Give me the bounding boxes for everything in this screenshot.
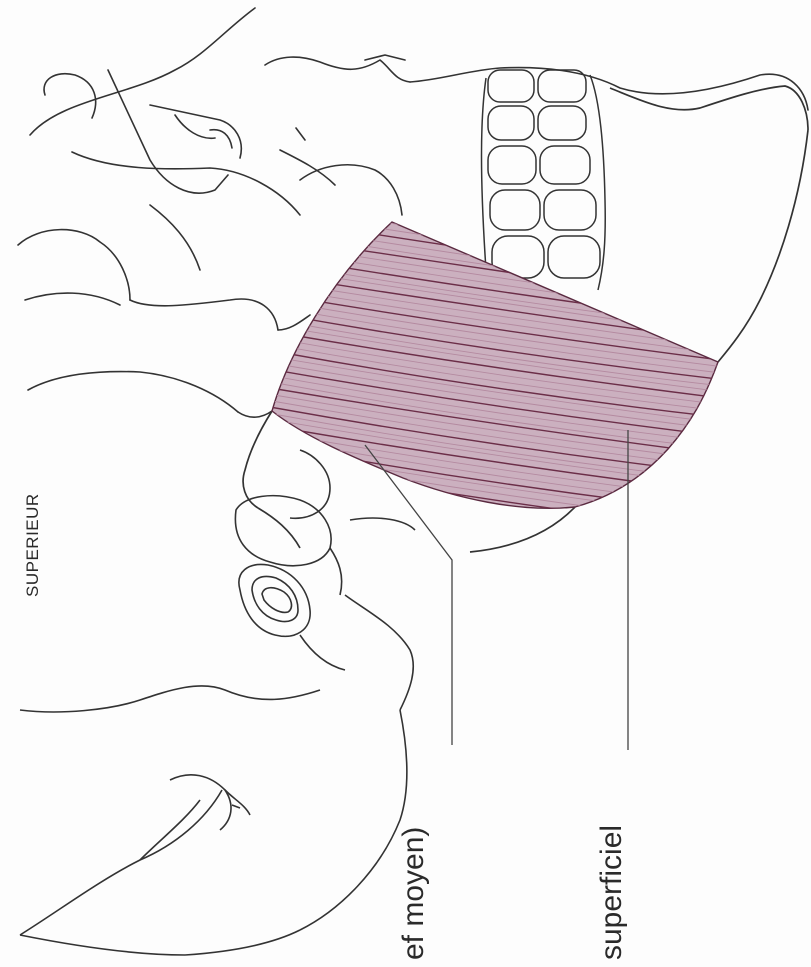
callout-moyen: ef moyen)	[397, 827, 431, 960]
muscle-fiber	[250, 107, 760, 182]
muscle-fiber	[250, 536, 760, 611]
muscle-fiber	[250, 183, 760, 258]
orientation-label: SUPERIEUR	[23, 493, 43, 597]
muscle-fiber	[250, 170, 760, 245]
muscle-fiber	[250, 555, 760, 630]
masseter-muscle	[250, 101, 760, 661]
muscle-fiber	[250, 580, 760, 655]
muscle-fiber	[250, 202, 760, 277]
skull-base-outline	[20, 686, 407, 955]
teeth	[482, 70, 606, 290]
muscle-fiber	[250, 586, 760, 661]
muscle-fiber	[250, 561, 760, 636]
muscle-fiber	[250, 574, 760, 649]
condyle-outline	[235, 450, 415, 710]
muscle-fiber	[250, 567, 760, 642]
muscle-fiber	[250, 196, 760, 271]
muscle-fiber	[250, 548, 760, 623]
muscle-fiber	[250, 498, 760, 573]
muscle-fiber	[250, 177, 760, 252]
muscle-fiber	[250, 189, 760, 264]
muscle-fiber	[250, 158, 760, 233]
muscle-fiber	[250, 504, 760, 579]
muscle-fiber	[250, 151, 760, 226]
muscle-fiber	[250, 139, 760, 214]
muscle-fiber	[250, 164, 760, 239]
muscle-fiber	[250, 101, 760, 176]
muscle-fiber	[250, 133, 760, 208]
callout-superficiel: superficiel	[595, 825, 629, 960]
muscle-fiber	[250, 529, 760, 604]
muscle-fiber	[250, 145, 760, 220]
muscle-fiber	[250, 523, 760, 598]
